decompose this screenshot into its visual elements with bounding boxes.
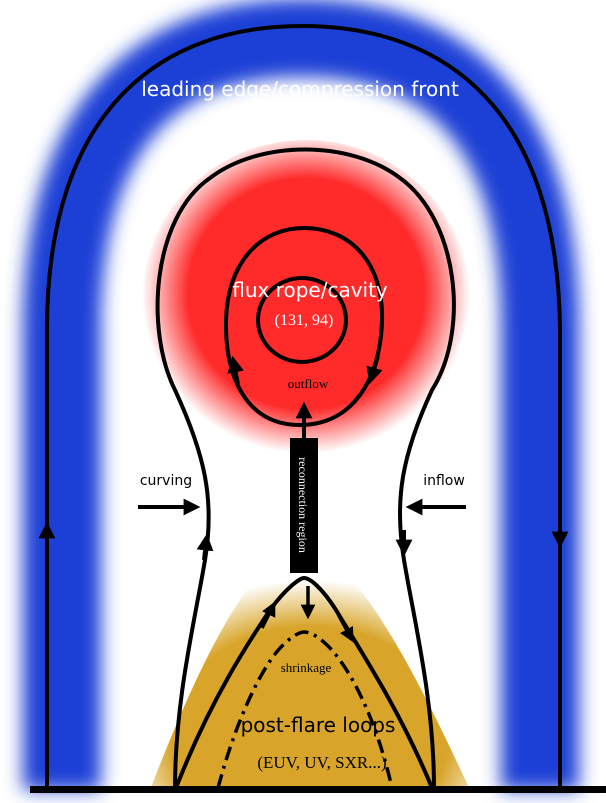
post-flare-right-arrow xyxy=(336,613,354,643)
leading-edge-bands-label: (211, 193, 171, white light) xyxy=(217,109,403,128)
post-flare-label: post-flare loops xyxy=(241,713,396,737)
flux-loop-left-arrow xyxy=(227,355,244,385)
post-flare-region xyxy=(150,540,470,790)
inner-left-arrow xyxy=(196,533,214,561)
shrinkage-label: shrinkage xyxy=(281,660,332,675)
solar-surface-line xyxy=(30,786,606,793)
leading-edge-label: leading edge/compression front xyxy=(141,77,459,101)
curving-label: curving xyxy=(140,473,192,489)
flux-rope-inner-loop xyxy=(256,276,348,364)
flux-rope-region xyxy=(142,140,470,460)
reconnection-region-bar xyxy=(290,438,318,573)
reconnection-region-label: reconnection region xyxy=(296,457,310,553)
flux-rope-bands-label: (131, 94) xyxy=(275,312,334,329)
outflow-label: outflow xyxy=(288,376,329,391)
flux-loop-right-arrow xyxy=(366,355,383,385)
outer-field-line xyxy=(45,23,562,788)
post-flare-left-arrow xyxy=(260,601,276,629)
inflow-label: inflow xyxy=(423,473,465,489)
flux-rope-label: flux rope/cavity xyxy=(232,278,388,302)
post-flare-bands-label: (EUV, UV, SXR...) xyxy=(257,753,386,772)
post-flare-loop xyxy=(174,575,434,789)
compression-front-band xyxy=(23,0,579,790)
shrinkage-loop xyxy=(216,630,394,789)
